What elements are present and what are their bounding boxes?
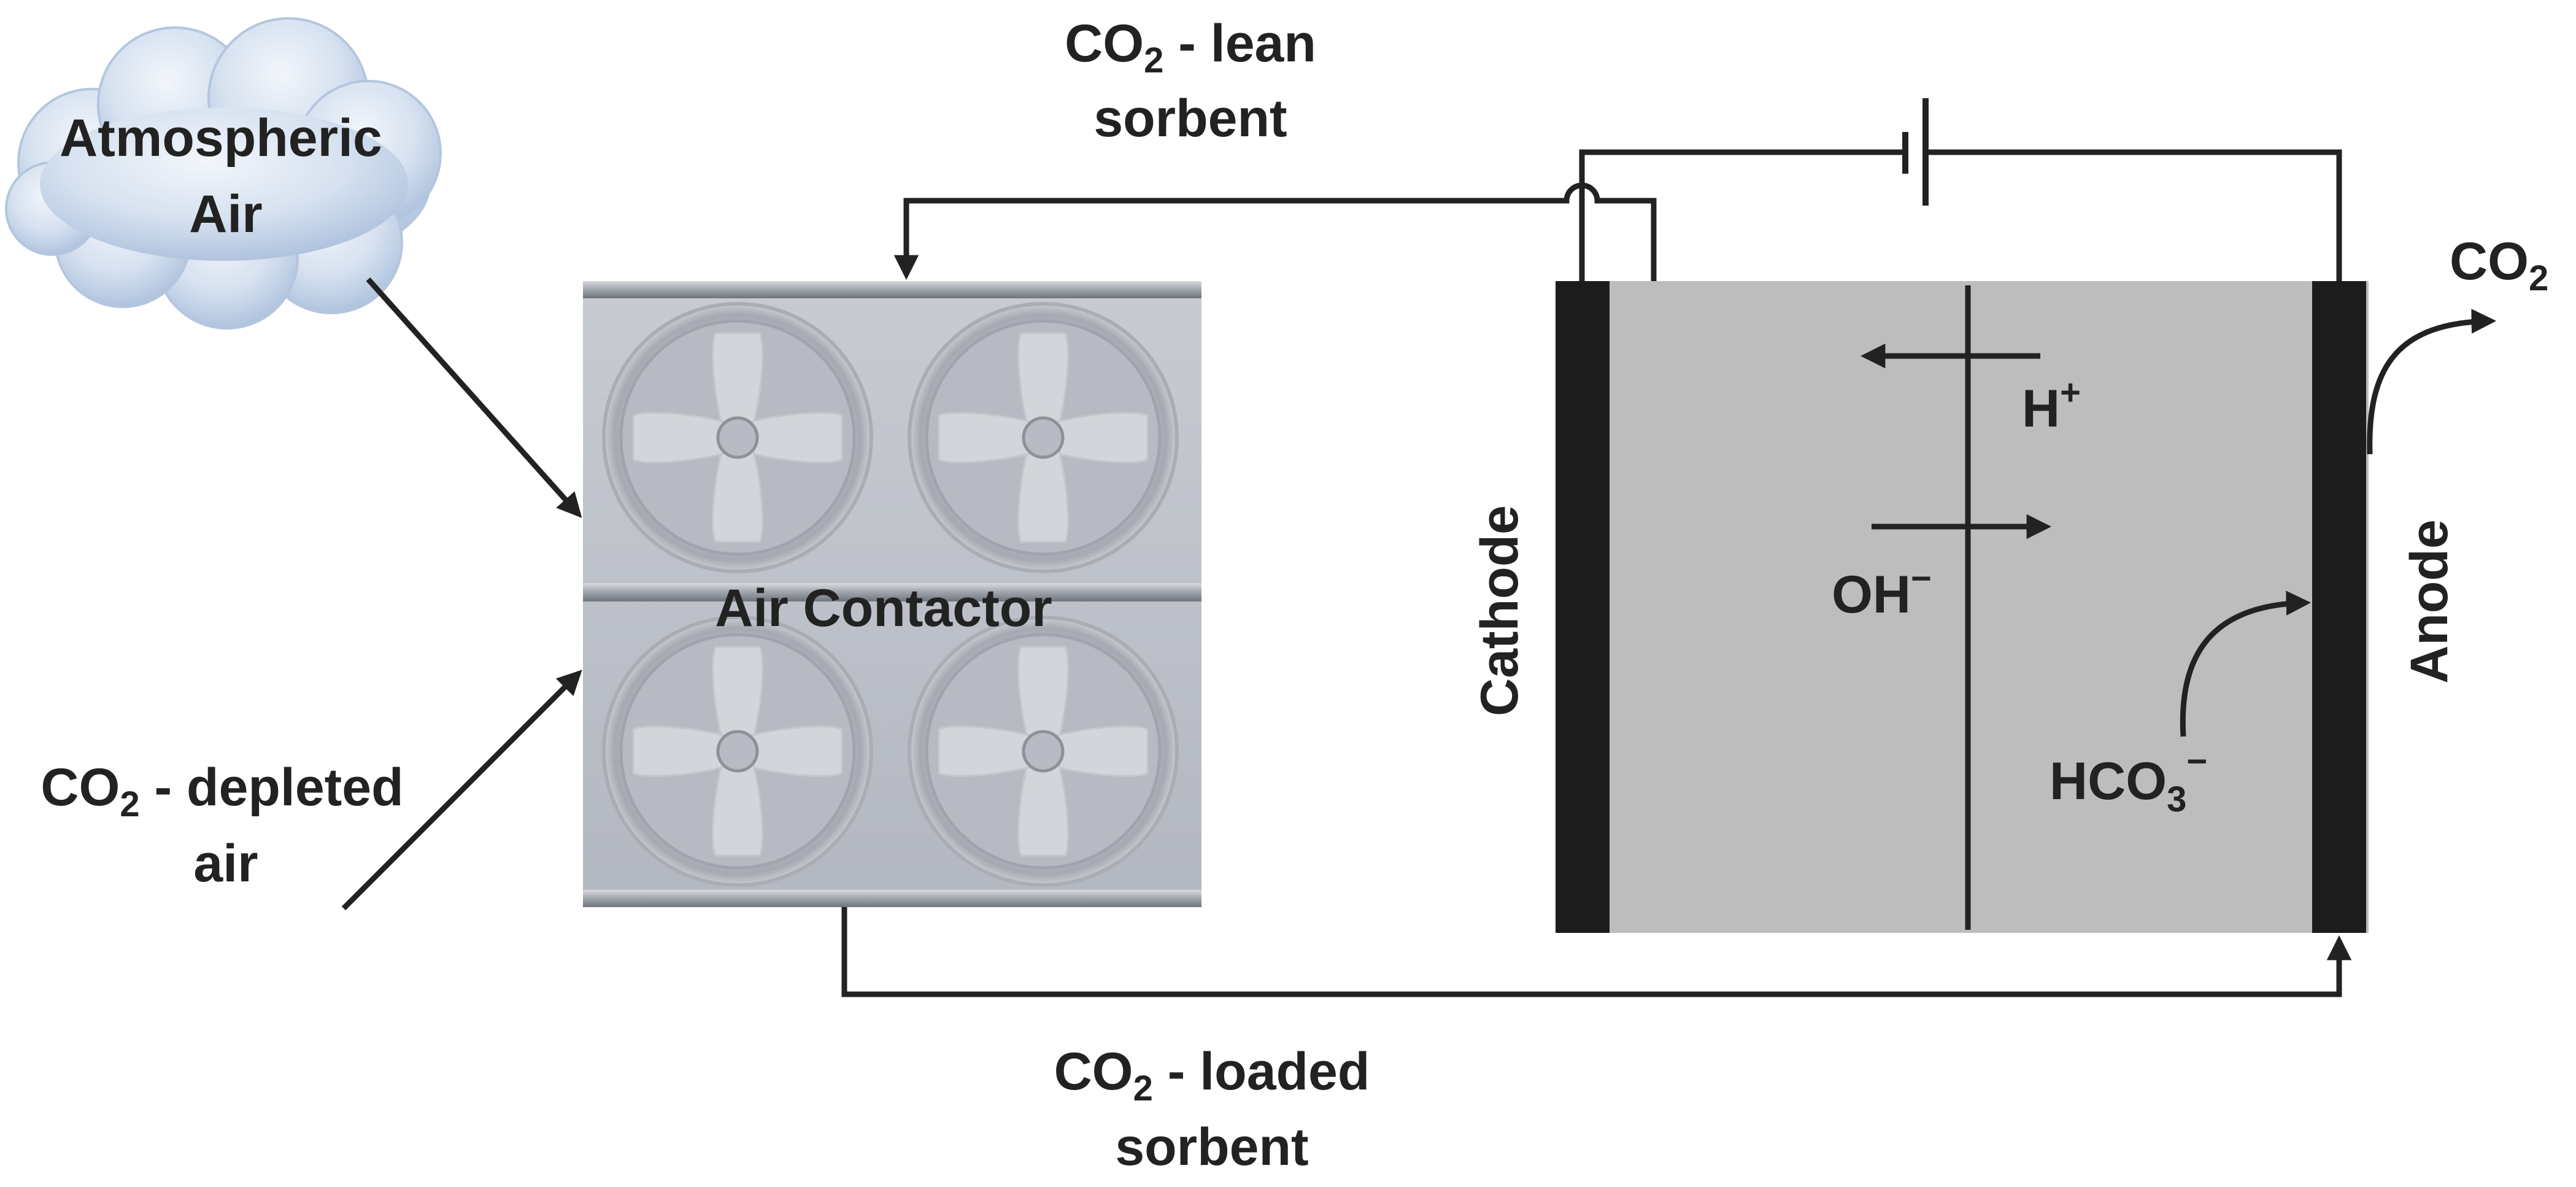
electrochemical-cell [1556, 281, 2369, 933]
fan-icon [909, 304, 1177, 571]
atmospheric-air-label-line1: Atmospheric [60, 109, 382, 168]
co2-release-label: CO2 [2450, 232, 2548, 298]
bicarbonate-arrow [2180, 590, 2312, 737]
loaded-sorbent-label-line1: CO2 - loaded [1054, 1042, 1370, 1108]
contactor-middle-rail [583, 583, 1201, 601]
co2-release-arrow [2367, 309, 2497, 455]
fan-icon [909, 617, 1177, 885]
air-contactor [583, 281, 1201, 907]
contactor-bottom-rail [583, 890, 1201, 907]
hydroxide-label: OH− [1832, 559, 1932, 624]
depleted-air-label-line1: CO2 - depleted [40, 758, 403, 824]
proton-label: H+ [2022, 373, 2081, 438]
air-contactor-label: Air Contactor [715, 579, 1052, 638]
bicarbonate-label: HCO3− [2050, 741, 2207, 819]
lean-sorbent-label-line2: sorbent [1093, 89, 1287, 148]
anode-label: Anode [2400, 519, 2459, 684]
contactor-top-rail [583, 281, 1201, 298]
cathode-label: Cathode [1470, 505, 1529, 716]
cloud-icon [5, 17, 442, 330]
atmospheric-air-label-line2: Air [189, 185, 262, 244]
depleted-air-label-line2: air [193, 834, 258, 893]
loaded-sorbent-label-line2: sorbent [1115, 1118, 1308, 1177]
lean-sorbent-label-line1: CO2 - lean [1065, 14, 1316, 80]
fan-icon [604, 617, 871, 885]
fan-icon [604, 304, 871, 571]
electrolyte-region [1556, 281, 2369, 933]
battery-icon [1902, 98, 1929, 206]
cathode-electrode [1556, 281, 1610, 933]
depleted-air-arrow [341, 670, 582, 911]
air-inflow-arrow [366, 277, 582, 519]
anode-electrode [2312, 281, 2366, 933]
circuit-wire [1579, 149, 2342, 281]
lean-sorbent-line [893, 182, 1657, 281]
loaded-sorbent-line [841, 907, 2352, 997]
